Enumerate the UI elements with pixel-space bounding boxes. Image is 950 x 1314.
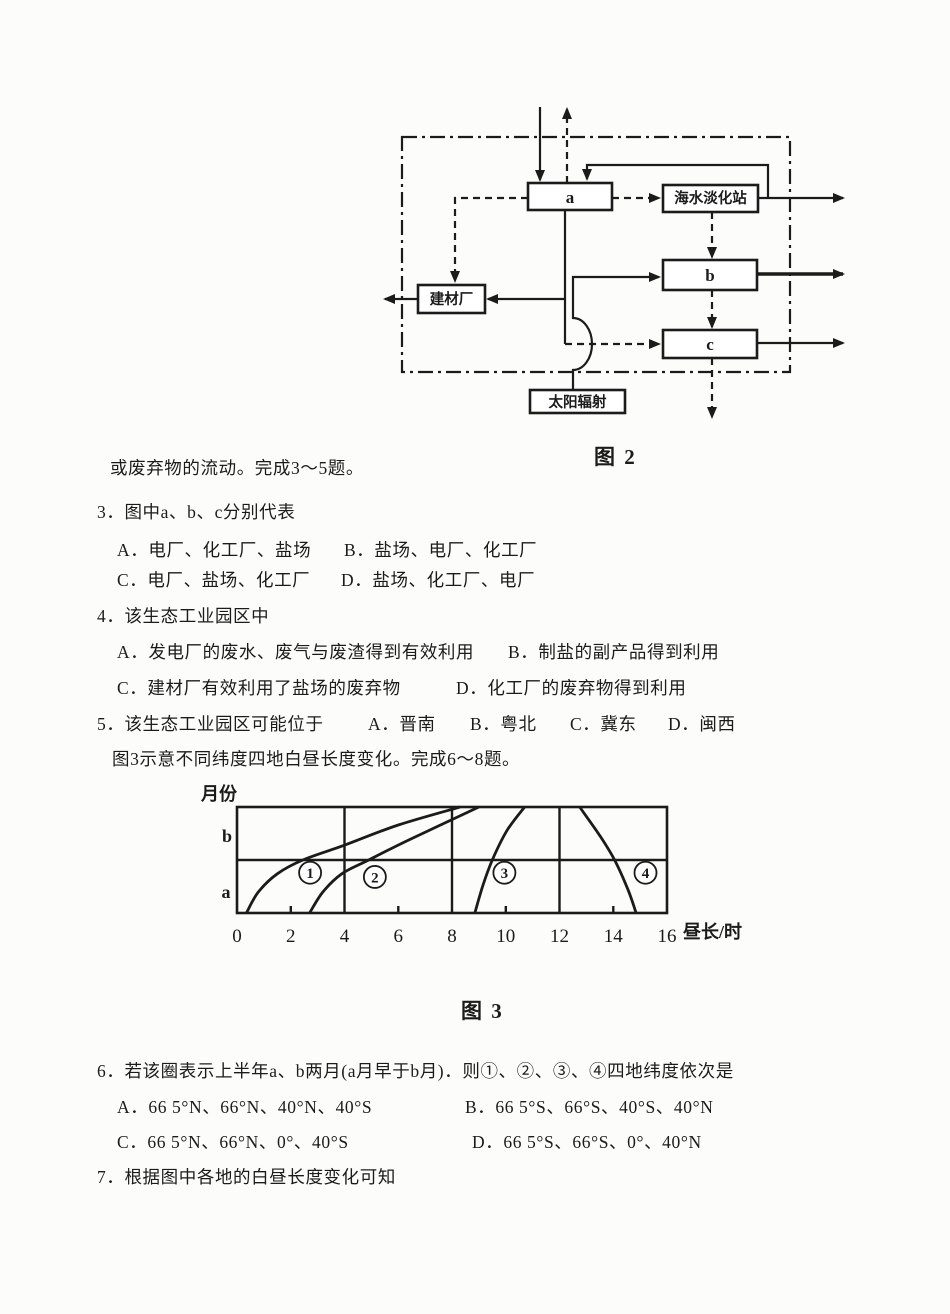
q3-option-b: B．盐场、电厂、化工厂: [344, 540, 538, 560]
q6-option-c: C．66 5°N、66°N、0°、40°S: [117, 1132, 349, 1152]
arrow-solar-to-b-with-jump: [571, 272, 661, 390]
q6-stem: 6．若该圈表示上半年a、b两月(a月早于b月)．则①、②、③、④四地纬度依次是: [97, 1061, 734, 1081]
curve-label-3: 3: [501, 866, 509, 882]
q5-option-b: B．粤北: [470, 714, 537, 734]
vertical-gridlines: [343, 807, 561, 913]
q4-stem: 4．该生态工业园区中: [97, 606, 270, 626]
curve-label-circle-4: [633, 860, 658, 885]
park-boundary: [400, 135, 792, 374]
q6-option-b: B．66 5°S、66°S、40°S、40°N: [465, 1097, 714, 1117]
figure3-caption: 图 3: [461, 999, 504, 1023]
intro-q6-8: 图3示意不同纬度四地白昼长度变化。完成6～8题。: [112, 749, 521, 769]
box-building-materials-label: 建材厂: [430, 290, 474, 308]
intro-q3-5: 或废弃物的流动。完成3～5题。: [110, 458, 364, 478]
arrow-feedback-desalination-to-a: [582, 163, 770, 198]
box-solar-radiation-label: 太阳辐射: [549, 393, 607, 411]
q5-option-d: D．闽西: [668, 714, 736, 734]
row-label-a: a: [222, 882, 231, 902]
xtick-0: 0: [232, 926, 242, 947]
box-desalination: [661, 183, 760, 214]
xtick-14: 14: [604, 926, 624, 947]
x-tick-labels: 0 2 4 6 8 10 12 14 16: [232, 926, 676, 947]
q3-option-c: C．电厂、盐场、化工厂: [117, 570, 311, 590]
box-a: [526, 181, 614, 212]
q6-option-d: D．66 5°S、66°S、0°、40°N: [472, 1132, 702, 1152]
curve-label-circle-3: [492, 860, 517, 885]
box-c-label: c: [706, 335, 714, 354]
box-a-label: a: [566, 188, 575, 207]
curve-label-2: 2: [371, 870, 379, 886]
curve-label-1: 1: [306, 866, 314, 882]
q5-stem: 5．该生态工业园区可能位于: [97, 714, 324, 734]
curve-4: [578, 806, 638, 914]
q5-option-c: C．冀东: [570, 714, 637, 734]
q7-stem: 7．根据图中各地的白昼长度变化可知: [97, 1167, 396, 1187]
figure2-caption: 图 2: [594, 445, 637, 469]
curve-1: [245, 805, 461, 914]
q4-option-d: D．化工厂的废弃物得到利用: [456, 678, 687, 698]
arrow-a-to-building-materials-dashed: [450, 196, 528, 283]
box-desalination-label: 海水淡化站: [674, 189, 747, 207]
x-axis-title: 昼长/时: [683, 922, 742, 942]
box-b-label: b: [705, 266, 714, 285]
q4-option-b: B．制盐的副产品得到利用: [508, 642, 720, 662]
xtick-8: 8: [447, 926, 457, 947]
box-solar-radiation: [528, 388, 627, 415]
xtick-12: 12: [550, 926, 569, 947]
xtick-6: 6: [394, 926, 404, 947]
q4-option-a: A．发电厂的废水、废气与废渣得到有效利用: [117, 642, 475, 662]
curve-3: [473, 806, 526, 914]
curve-label-circle-1: [298, 860, 322, 885]
q3-option-d: D．盐场、化工厂、电厂: [341, 570, 536, 590]
flow-boxes: a 海水淡化站 b c 建材厂 太阳辐射: [416, 181, 760, 415]
minor-ticks: [289, 906, 615, 913]
flow-arrows: [383, 107, 845, 419]
curve-label-circle-2: [362, 865, 387, 889]
daylength-curves: 1 2 3 4: [245, 805, 658, 914]
xtick-10: 10: [496, 926, 515, 947]
xtick-16: 16: [658, 926, 677, 947]
curve-2: [308, 805, 480, 914]
xtick-2: 2: [286, 926, 296, 947]
box-b: [661, 258, 759, 292]
xtick-4: 4: [340, 926, 350, 947]
box-c: [661, 328, 759, 360]
curve-label-4: 4: [642, 866, 650, 882]
flow-diagram-figure2: a 海水淡化站 b c 建材厂 太阳辐射: [383, 107, 845, 419]
row-label-b: b: [222, 826, 232, 846]
q3-stem: 3．图中a、b、c分别代表: [97, 502, 296, 522]
y-axis-title: 月份: [200, 783, 238, 804]
q5-option-a: A．晋南: [368, 714, 436, 734]
q4-option-c: C．建材厂有效利用了盐场的废弃物: [117, 678, 401, 698]
q3-option-a: A．电厂、化工厂、盐场: [117, 540, 312, 560]
box-building-materials: [416, 283, 487, 315]
q6-option-a: A．66 5°N、66°N、40°N、40°S: [117, 1097, 373, 1117]
